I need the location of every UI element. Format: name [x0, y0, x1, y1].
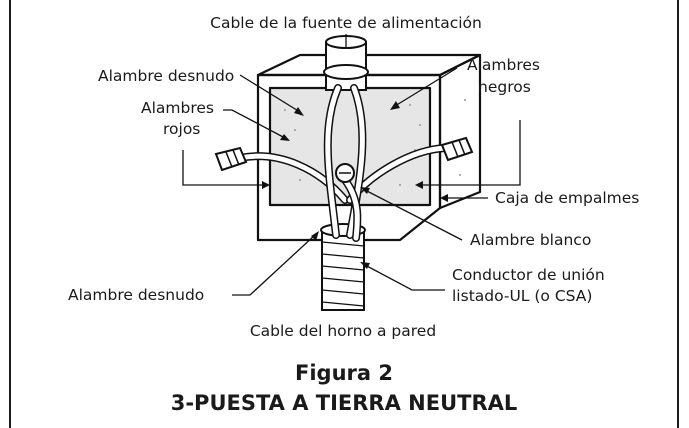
- label-black-wires-line1: Alambres: [467, 56, 540, 74]
- label-red-wires-line1: Alambres: [141, 99, 214, 117]
- leader-lines: [182, 34, 521, 296]
- figure-number: Figura 2: [295, 361, 393, 385]
- label-power-cable: Cable de la fuente de alimentación: [210, 14, 482, 32]
- label-black-wires-line2: negros: [478, 78, 531, 96]
- page-frame: [9, 0, 679, 428]
- label-junction-box: Caja de empalmes: [495, 189, 639, 207]
- label-white-wire: Alambre blanco: [470, 231, 591, 249]
- labels: Cable de la fuente de alimentación Alamb…: [68, 14, 639, 340]
- label-bare-wire-bottom: Alambre desnudo: [68, 286, 204, 304]
- wire-nut-right: [440, 136, 474, 162]
- ground-screw: [335, 163, 355, 183]
- label-bonding-conductor-line2: listado-UL (o CSA): [452, 287, 592, 305]
- junction-box: [256, 53, 482, 242]
- wires: [236, 84, 449, 242]
- label-red-wires-line2: rojos: [163, 120, 200, 138]
- figure-title: 3-PUESTA A TIERRA NEUTRAL: [171, 391, 518, 415]
- label-bonding-conductor-line1: Conductor de unión: [452, 266, 605, 284]
- power-conduit: [323, 35, 369, 91]
- label-oven-cable: Cable del horno a pared: [250, 322, 436, 340]
- wire-nut-left: [214, 146, 248, 172]
- label-bare-wire-top: Alambre desnudo: [98, 67, 234, 85]
- figure-caption: Figura 2 3-PUESTA A TIERRA NEUTRAL: [171, 361, 518, 415]
